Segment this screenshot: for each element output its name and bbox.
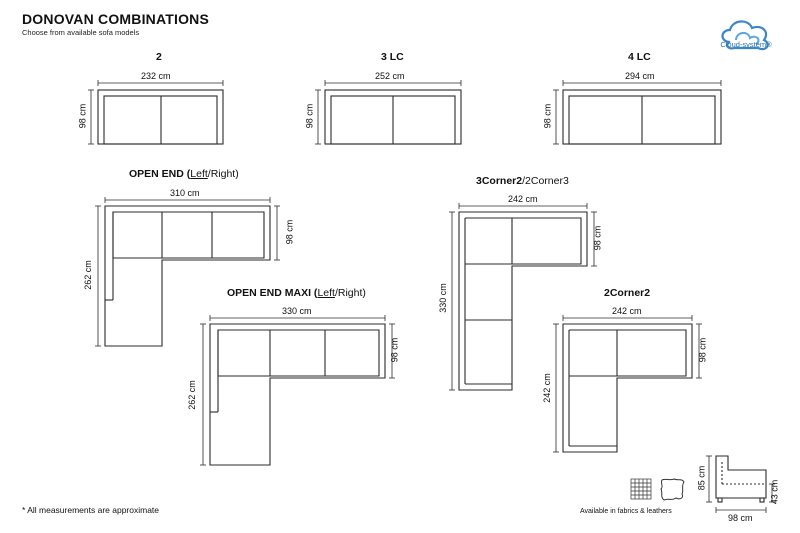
- openendmaxi-depth: 98 cm: [389, 337, 400, 363]
- model-3lc-label: 3 LC: [381, 51, 404, 63]
- openendmaxi-width: 330 cm: [282, 306, 312, 316]
- cloud-icon: [721, 20, 769, 51]
- corner3-depth: 98 cm: [592, 225, 603, 251]
- sofa-2corner2-drawing: [553, 315, 702, 453]
- openendmaxi-option-right: /Right): [334, 287, 366, 299]
- sofa-4lc-drawing: [553, 80, 722, 145]
- sofa-profile-drawing: [706, 455, 775, 513]
- model-2-label: 2: [156, 51, 162, 63]
- corner3-width: 242 cm: [508, 194, 538, 204]
- sofa-2-drawing: [88, 80, 224, 145]
- footnote: * All measurements are approximate: [22, 505, 160, 515]
- openend-width: 310 cm: [170, 188, 200, 198]
- corner2-width: 242 cm: [612, 306, 642, 316]
- model-4lc-width: 294 cm: [625, 71, 655, 81]
- sofa-openendmaxi-drawing: [200, 315, 395, 466]
- corner2-depth: 98 cm: [697, 337, 708, 363]
- openend-option-right: /Right): [207, 168, 239, 180]
- openendmaxi-name: OPEN END MAXI (: [227, 287, 318, 299]
- leather-icon: [660, 478, 685, 501]
- openend-name: OPEN END (: [129, 168, 191, 180]
- profile-seat-height: 43 cm: [769, 479, 780, 505]
- corner3-label: 3Corner2/2Corner3: [476, 175, 569, 187]
- openendmaxi-length: 262 cm: [186, 380, 197, 410]
- model-4lc-depth: 98 cm: [542, 103, 553, 129]
- sofa-3lc-drawing: [315, 80, 462, 145]
- model-3lc-depth: 98 cm: [304, 103, 315, 129]
- openend-label: OPEN END (Left/Right): [129, 168, 239, 180]
- corner3-alt: /2Corner3: [522, 175, 569, 187]
- corner3-length: 330 cm: [437, 283, 448, 313]
- model-4lc-label: 4 LC: [628, 51, 651, 63]
- openendmaxi-option-left: Left: [317, 287, 335, 299]
- sofa-openend-drawing: [95, 197, 280, 347]
- page-subtitle: Choose from available sofa models: [22, 28, 140, 37]
- openend-option-left: Left: [190, 168, 208, 180]
- openend-length: 262 cm: [82, 260, 93, 290]
- model-2-depth: 98 cm: [77, 103, 88, 129]
- model-3lc-width: 252 cm: [375, 71, 405, 81]
- openend-depth: 98 cm: [284, 219, 295, 245]
- profile-height: 85 cm: [696, 465, 707, 491]
- profile-depth: 98 cm: [728, 513, 753, 523]
- model-2-width: 232 cm: [141, 71, 171, 81]
- corner2-length: 242 cm: [541, 373, 552, 403]
- openendmaxi-label: OPEN END MAXI (Left/Right): [227, 287, 366, 299]
- logo-text: Cloud-system®: [720, 40, 772, 49]
- fabric-icon: [630, 478, 652, 500]
- sofa-3corner2-drawing: [449, 203, 597, 391]
- page-title: DONOVAN COMBINATIONS: [22, 11, 210, 27]
- corner2-label: 2Corner2: [604, 287, 651, 299]
- corner3-name: 3Corner2: [476, 175, 523, 187]
- materials-text: Available in fabrics & leathers: [580, 508, 672, 515]
